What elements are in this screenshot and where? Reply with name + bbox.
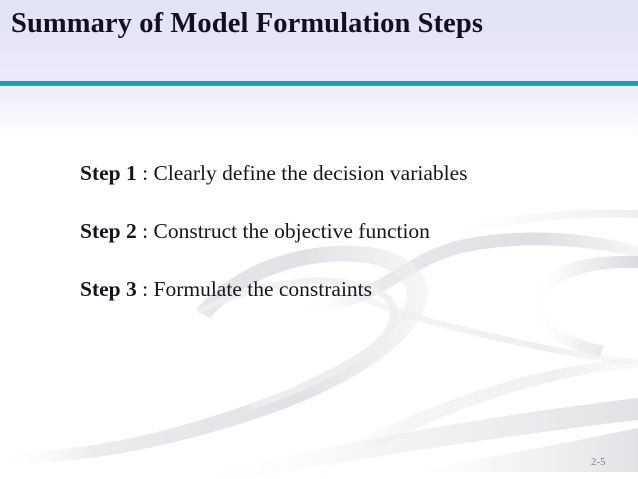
step-label: Step 2 — [80, 219, 137, 243]
step-label: Step 1 — [80, 161, 137, 185]
list-item: Step 2 : Construct the objective functio… — [80, 202, 600, 260]
title-divider — [0, 81, 638, 86]
list-item: Step 1 : Clearly define the decision var… — [80, 144, 600, 202]
step-separator: : — [136, 161, 154, 185]
title-band — [0, 0, 638, 81]
steps-list: Step 1 : Clearly define the decision var… — [80, 144, 600, 318]
content-background-wash — [0, 86, 638, 138]
step-description: Construct the objective function — [153, 219, 430, 243]
list-item: Step 3 : Formulate the constraints — [80, 260, 600, 318]
page-number: 2-5 — [591, 457, 606, 468]
step-separator: : — [136, 277, 154, 301]
step-separator: : — [136, 219, 154, 243]
step-description: Formulate the constraints — [153, 277, 373, 301]
step-label: Step 3 — [80, 277, 137, 301]
page-title: Summary of Model Formulation Steps — [11, 8, 484, 39]
step-description: Clearly define the decision variables — [153, 161, 468, 185]
